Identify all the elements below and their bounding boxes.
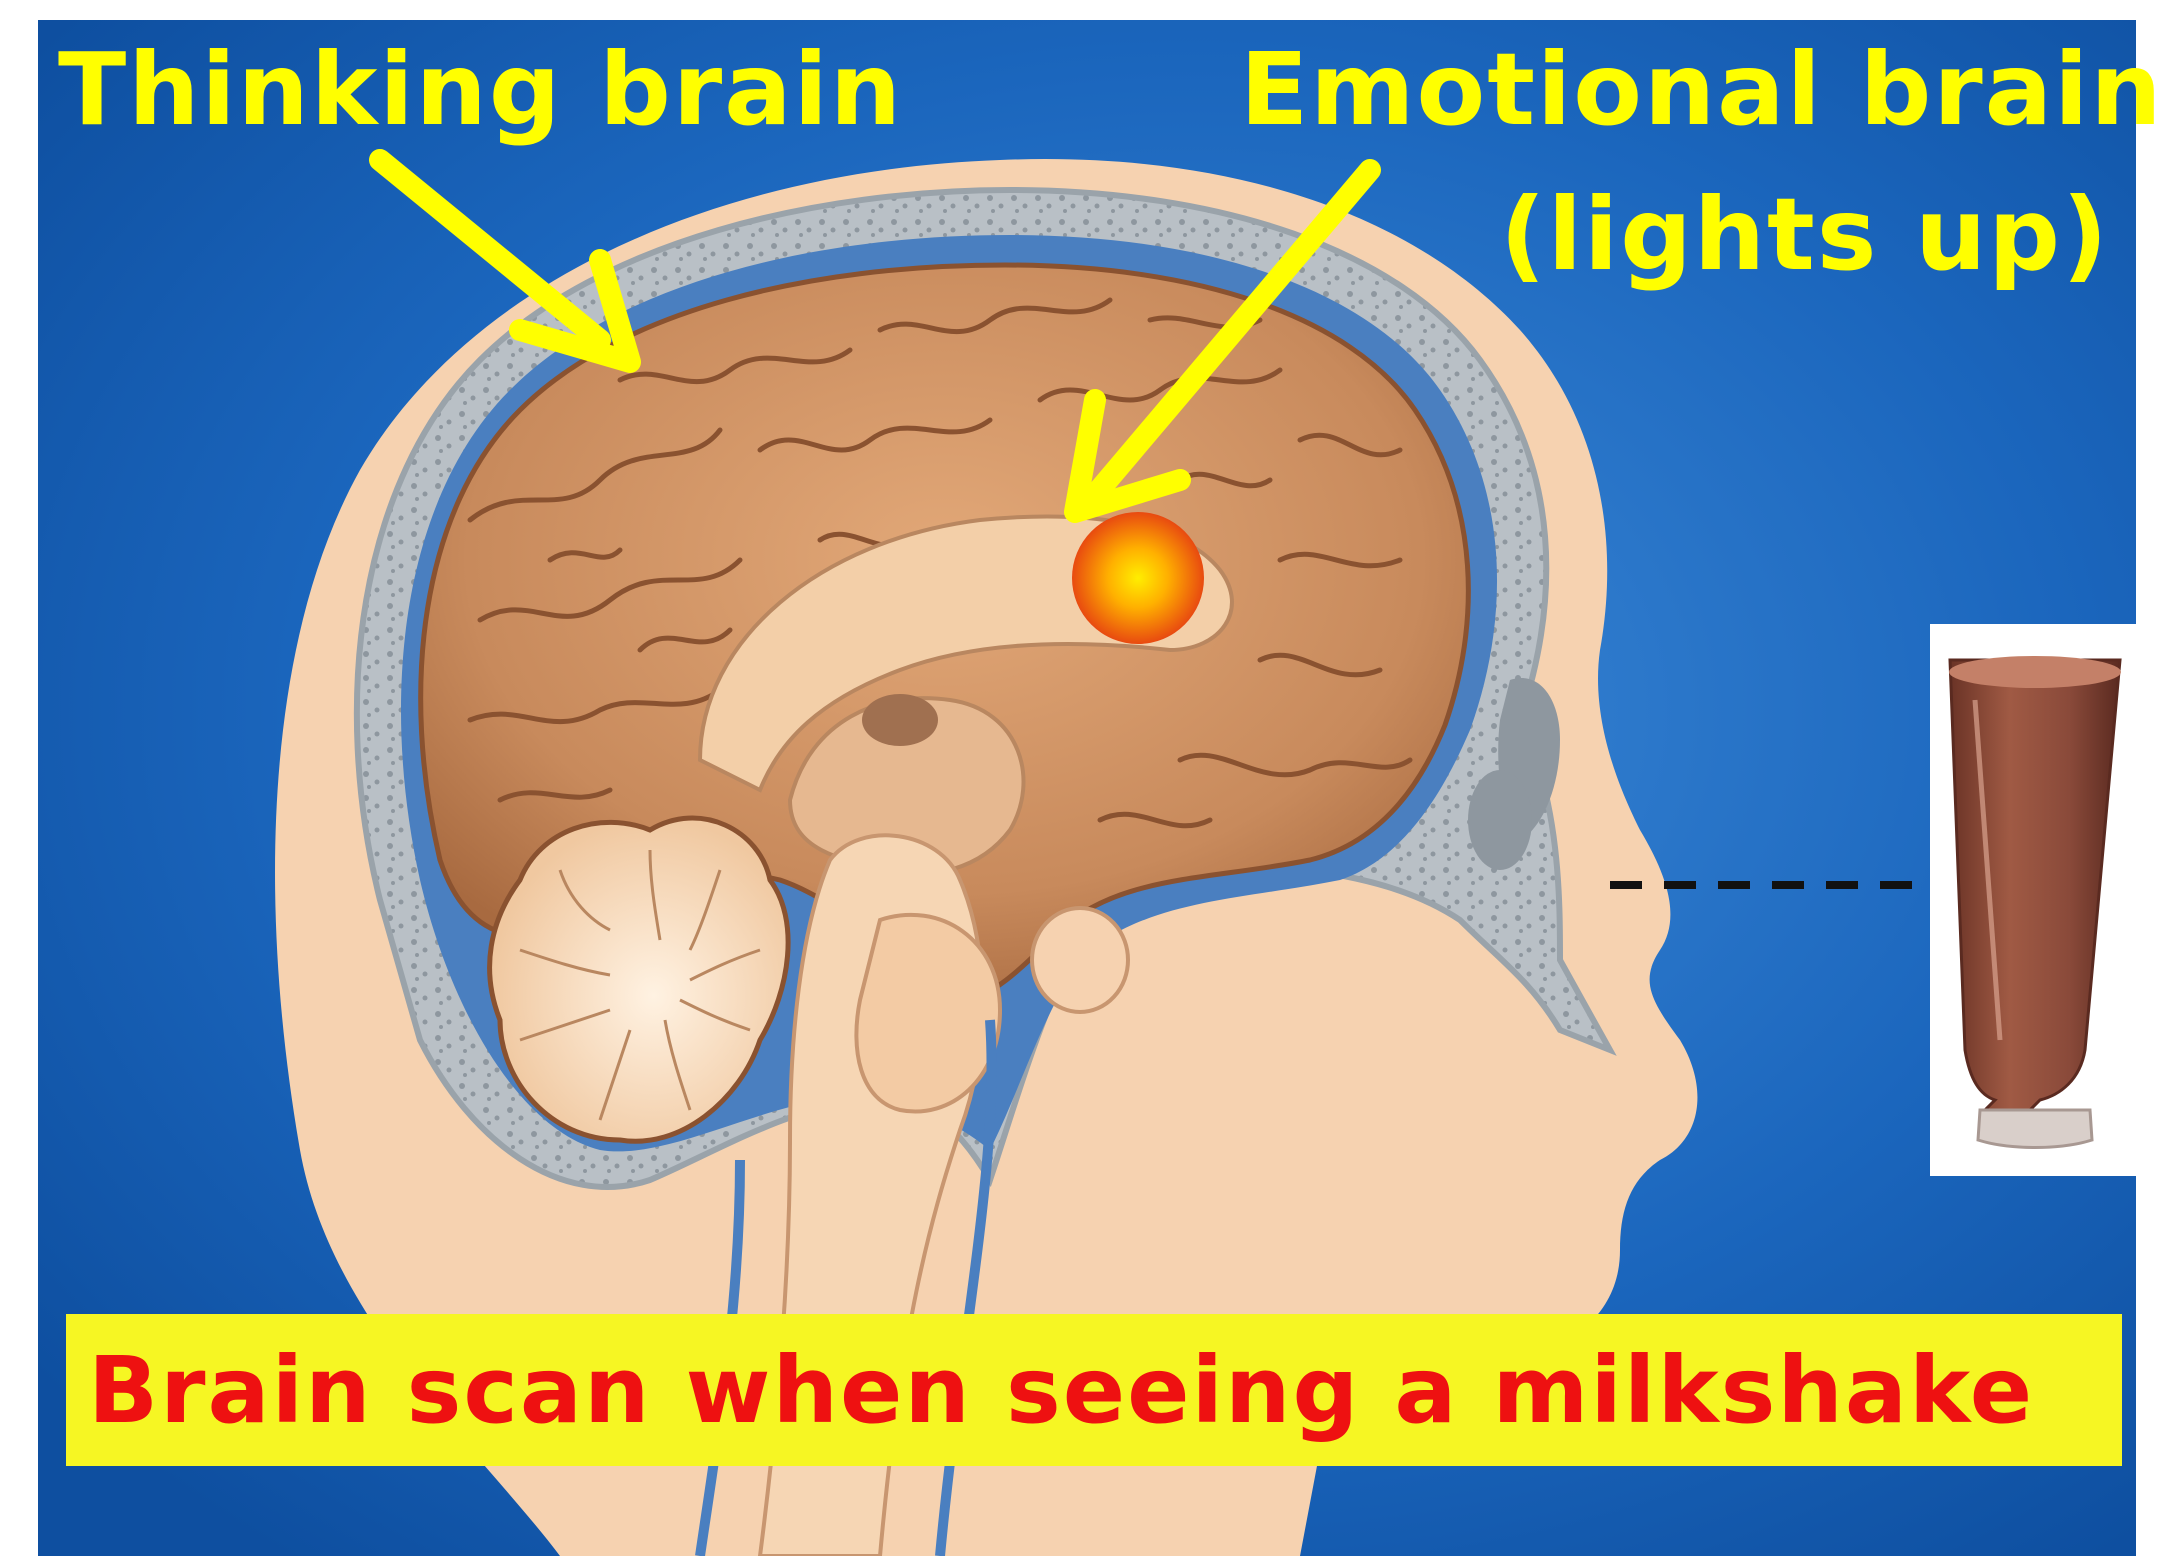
glow-spot-icon [1072, 512, 1204, 644]
thinking-brain-label: Thinking brain [58, 40, 903, 140]
caption-text: Brain scan when seeing a milkshake [88, 1337, 2034, 1444]
pituitary [1032, 908, 1128, 1012]
emotional-brain-sublabel: (lights up) [1500, 185, 2110, 285]
sinus [1468, 770, 1532, 870]
caption-banner: Brain scan when seeing a milkshake [66, 1314, 2122, 1466]
pons [856, 915, 1000, 1112]
emotional-brain-label: Emotional brain [1240, 40, 2164, 140]
ventricle [862, 694, 938, 746]
